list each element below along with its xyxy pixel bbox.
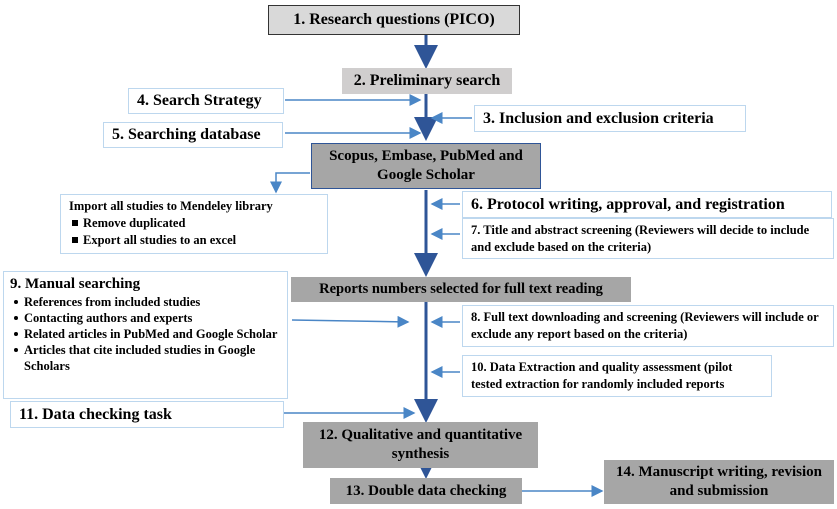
node-search-strategy: 4. Search Strategy — [128, 88, 284, 114]
arrow-to-mendeley — [270, 172, 310, 194]
arrow-manual — [291, 315, 410, 328]
node-manuscript: 14. Manuscript writing, revision and sub… — [604, 460, 834, 504]
node-manual-search: 9. Manual searching References from incl… — [3, 271, 288, 399]
manual-search-item: Articles that cite included studies in G… — [14, 342, 281, 374]
node-research-questions: 1. Research questions (PICO) — [268, 5, 520, 35]
node-inclusion-exclusion: 3. Inclusion and exclusion criteria — [474, 105, 746, 132]
manual-search-item: Contacting authors and experts — [14, 310, 281, 326]
node-searching-database: 5. Searching database — [103, 122, 283, 148]
node-protocol: 6. Protocol writing, approval, and regis… — [462, 191, 832, 218]
mendeley-title: Import all studies to Mendeley library — [69, 199, 273, 213]
node-mendeley: Import all studies to Mendeley library R… — [60, 194, 328, 254]
manual-search-title: 9. Manual searching — [10, 276, 141, 292]
manual-search-item: References from included studies — [14, 294, 281, 310]
node-data-checking: 11. Data checking task — [10, 401, 284, 428]
manual-search-item: Related articles in PubMed and Google Sc… — [14, 326, 281, 342]
node-data-extraction: 10. Data Extraction and quality assessme… — [462, 355, 772, 397]
mendeley-item: Remove duplicated — [72, 215, 319, 232]
node-double-check: 13. Double data checking — [330, 478, 522, 504]
node-databases: Scopus, Embase, PubMed and Google Schola… — [311, 143, 541, 189]
node-reports-selected: Reports numbers selected for full text r… — [291, 277, 631, 302]
node-preliminary-search: 2. Preliminary search — [342, 68, 512, 94]
node-title-abstract: 7. Title and abstract screening (Reviewe… — [462, 218, 834, 259]
node-full-text: 8. Full text downloading and screening (… — [462, 305, 834, 347]
mendeley-item: Export all studies to an excel — [72, 232, 319, 249]
node-synthesis: 12. Qualitative and quantitative synthes… — [303, 422, 538, 468]
